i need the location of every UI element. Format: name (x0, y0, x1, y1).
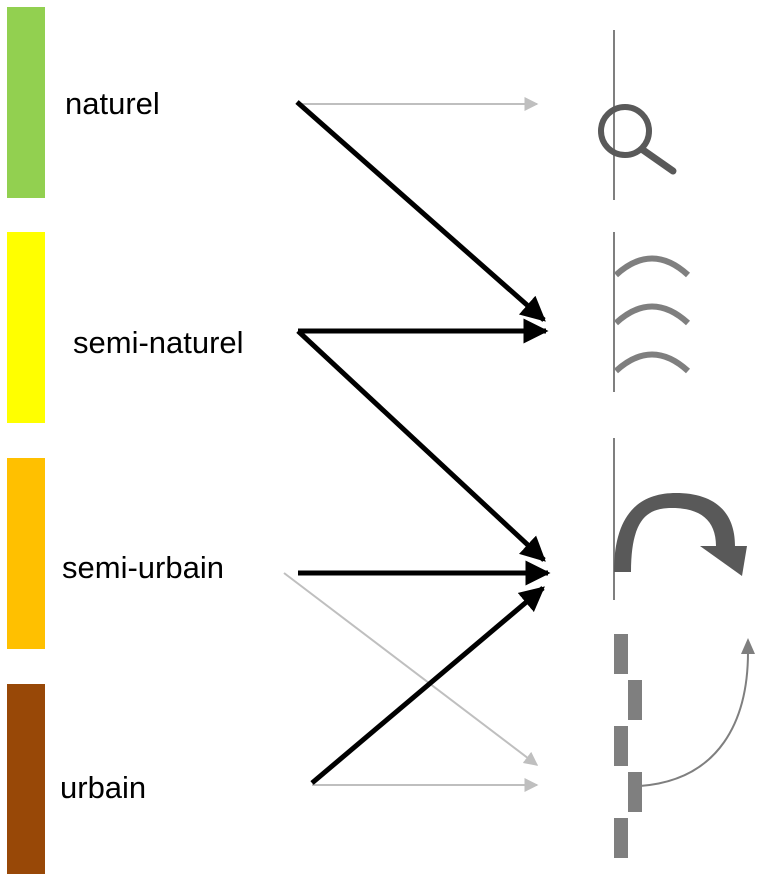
magnifier-icon (598, 30, 677, 200)
curved-arrow-icon (613, 438, 747, 600)
arrow-semi-naturel-to-curved-arrow (296, 329, 546, 562)
label-semi-naturel: semi-naturel (73, 325, 244, 360)
label-naturel: naturel (65, 86, 160, 121)
arrow-naturel-to-arcs (295, 100, 546, 322)
bar-urbain (7, 684, 45, 874)
bar-semi-urbain (7, 458, 45, 649)
arrow-semi-urbain-to-blocks (283, 572, 539, 766)
bar-semi-naturel (7, 232, 45, 423)
bar-naturel (7, 7, 45, 198)
staggered-blocks-icon (614, 634, 755, 858)
arcs-icon (613, 232, 691, 392)
label-semi-urbain: semi-urbain (62, 550, 224, 585)
arrow-urbain-to-curved-arrow (310, 586, 545, 785)
label-urbain: urbain (60, 770, 146, 805)
